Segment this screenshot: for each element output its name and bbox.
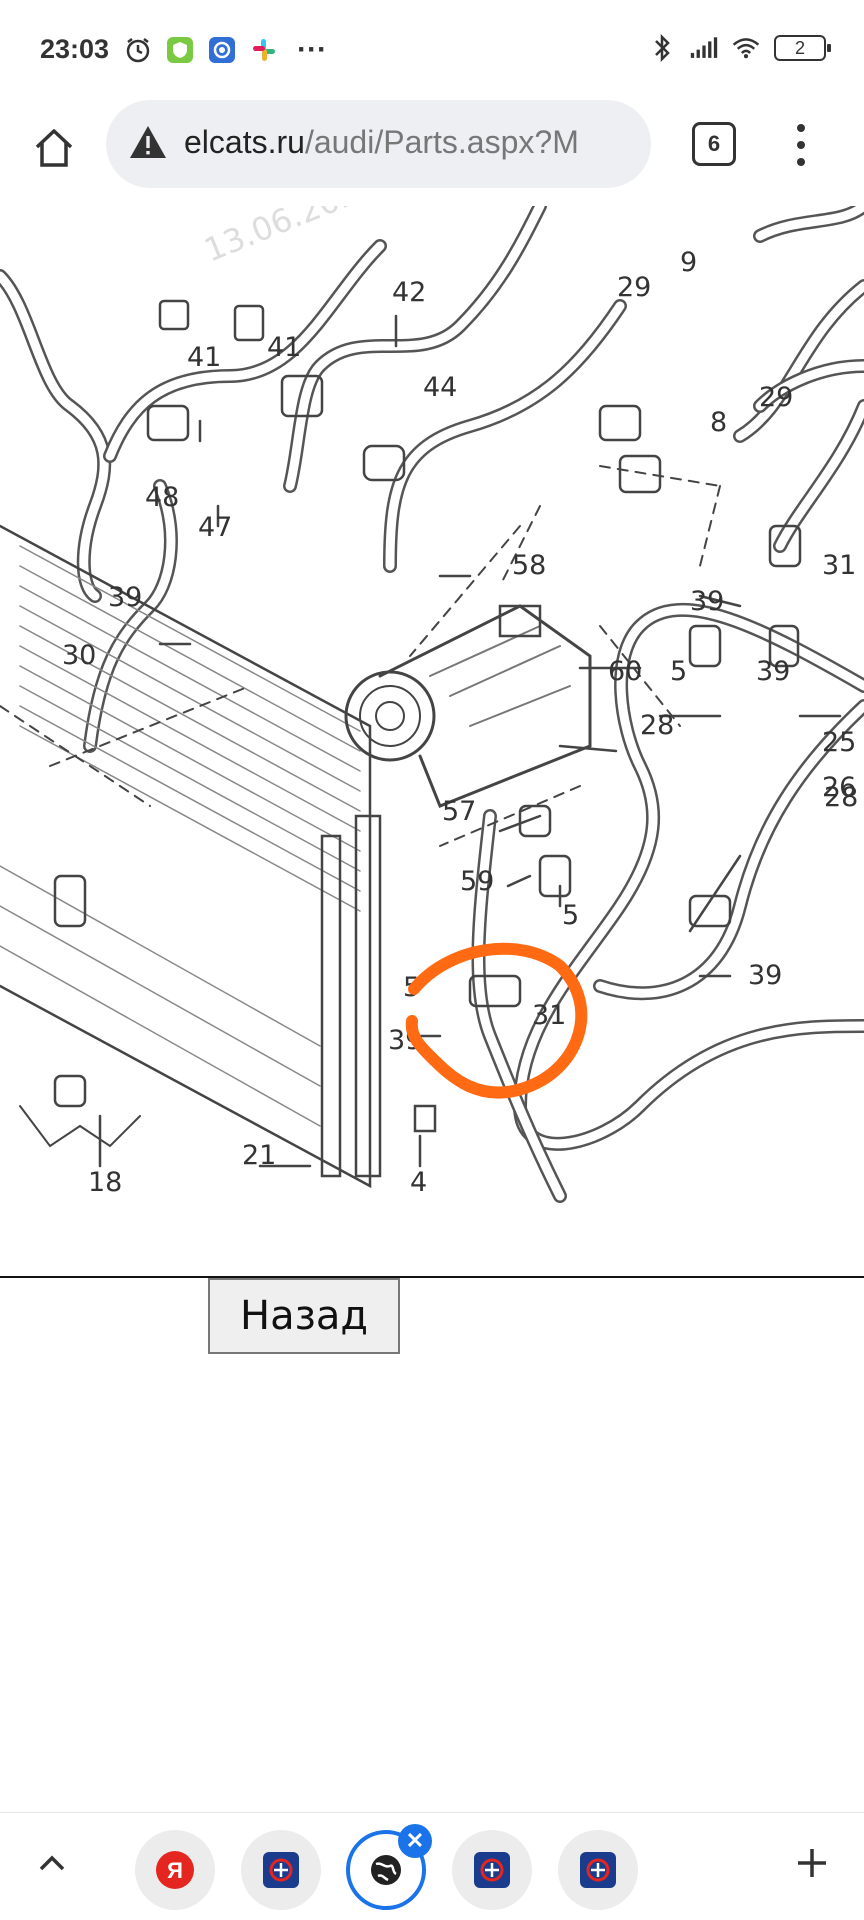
at-app-icon	[208, 36, 236, 64]
plus-icon	[798, 1849, 826, 1877]
notification-icons: ···	[124, 33, 332, 66]
warning-icon[interactable]	[128, 124, 168, 165]
bluetooth-icon	[648, 33, 676, 63]
callout-label: 29	[759, 382, 793, 413]
tab-active[interactable]: ✕	[346, 1824, 432, 1910]
home-button[interactable]	[24, 118, 84, 178]
system-icons: 2	[648, 33, 831, 63]
callout-label: 39	[108, 582, 142, 613]
content-divider	[0, 1276, 864, 1278]
callout-label: 9	[680, 247, 697, 278]
battery-icon: 2	[774, 35, 831, 61]
home-icon	[35, 129, 73, 167]
diagram-watermark: 13.06.202	[199, 206, 364, 269]
highlight-circle	[405, 942, 588, 1099]
new-tab-button[interactable]	[790, 1841, 834, 1885]
web-content: 13.06.202	[0, 206, 864, 1812]
elcats-icon	[263, 1852, 299, 1888]
signal-icon	[690, 34, 718, 62]
address-bar[interactable]: elcats.ru/audi/Parts.aspx?M	[106, 100, 651, 188]
shield-app-icon	[166, 36, 194, 64]
url-text[interactable]: elcats.ru/audi/Parts.aspx?M	[184, 124, 579, 161]
url-path: /audi/Parts.aspx?M	[304, 124, 579, 160]
tab-elcats-2[interactable]	[452, 1830, 532, 1910]
more-notifications-icon: ···	[297, 33, 327, 66]
callout-label: 58	[512, 550, 546, 581]
elcats-icon	[474, 1852, 510, 1888]
callout-label: 8	[710, 407, 727, 438]
callout-label: 41	[267, 332, 301, 363]
callout-label: 21	[242, 1140, 276, 1171]
callout-label: 26	[822, 772, 856, 803]
yandex-icon: Я	[156, 1851, 194, 1889]
menu-dot-icon	[797, 124, 805, 132]
callout-label: 30	[62, 640, 96, 671]
browser-toolbar: elcats.ru/audi/Parts.aspx?M 6	[0, 100, 864, 206]
callout-label: 47	[198, 512, 232, 543]
callout-label: 29	[617, 272, 651, 303]
chevron-up-icon	[39, 1855, 65, 1871]
menu-dot-icon	[797, 141, 805, 149]
callout-label: 57	[442, 796, 476, 827]
callout-label: 48	[145, 482, 179, 513]
callout-label: 18	[88, 1167, 122, 1198]
callout-label: 39	[748, 960, 782, 991]
menu-dot-icon	[797, 158, 805, 166]
parts-diagram: 13.06.202	[0, 206, 864, 1203]
tab-elcats-3[interactable]	[558, 1830, 638, 1910]
tab-yandex[interactable]: Я	[135, 1830, 215, 1910]
callout-label: 25	[822, 727, 856, 758]
status-time: 23:03	[40, 34, 110, 64]
overflow-menu-button[interactable]	[786, 120, 816, 170]
callout-label: 39	[756, 656, 790, 687]
callout-label: 60	[608, 656, 642, 687]
callout-label: 28	[640, 710, 674, 741]
callout-label: 31	[532, 1000, 566, 1031]
tab-switcher-button[interactable]: 6	[692, 122, 736, 166]
callout-label: 5	[562, 900, 579, 931]
expand-tabs-button[interactable]	[30, 1841, 74, 1885]
callout-label: 31	[822, 550, 856, 581]
alarm-icon	[124, 36, 152, 64]
callout-label: 44	[423, 372, 457, 403]
callout-label: 41	[187, 342, 221, 373]
globe-icon	[371, 1855, 401, 1885]
callout-label: 59	[460, 866, 494, 897]
svg-text:Я: Я	[167, 1858, 183, 1883]
bottom-tab-bar: Я ✕	[0, 1812, 864, 1920]
close-tab-button[interactable]: ✕	[398, 1824, 432, 1858]
slack-app-icon	[250, 36, 278, 64]
status-bar: 23:03 ··· 2	[0, 0, 864, 100]
callout-label: 4	[410, 1167, 427, 1198]
url-host: elcats.ru	[184, 124, 305, 160]
wifi-icon	[732, 34, 760, 62]
callout-label: 28	[824, 782, 858, 813]
back-button[interactable]: Назад	[208, 1278, 400, 1354]
callout-label: 42	[392, 277, 426, 308]
elcats-icon	[580, 1852, 616, 1888]
callout-label: 39	[690, 586, 724, 617]
callout-label: 5	[670, 656, 687, 687]
tab-elcats-1[interactable]	[241, 1830, 321, 1910]
